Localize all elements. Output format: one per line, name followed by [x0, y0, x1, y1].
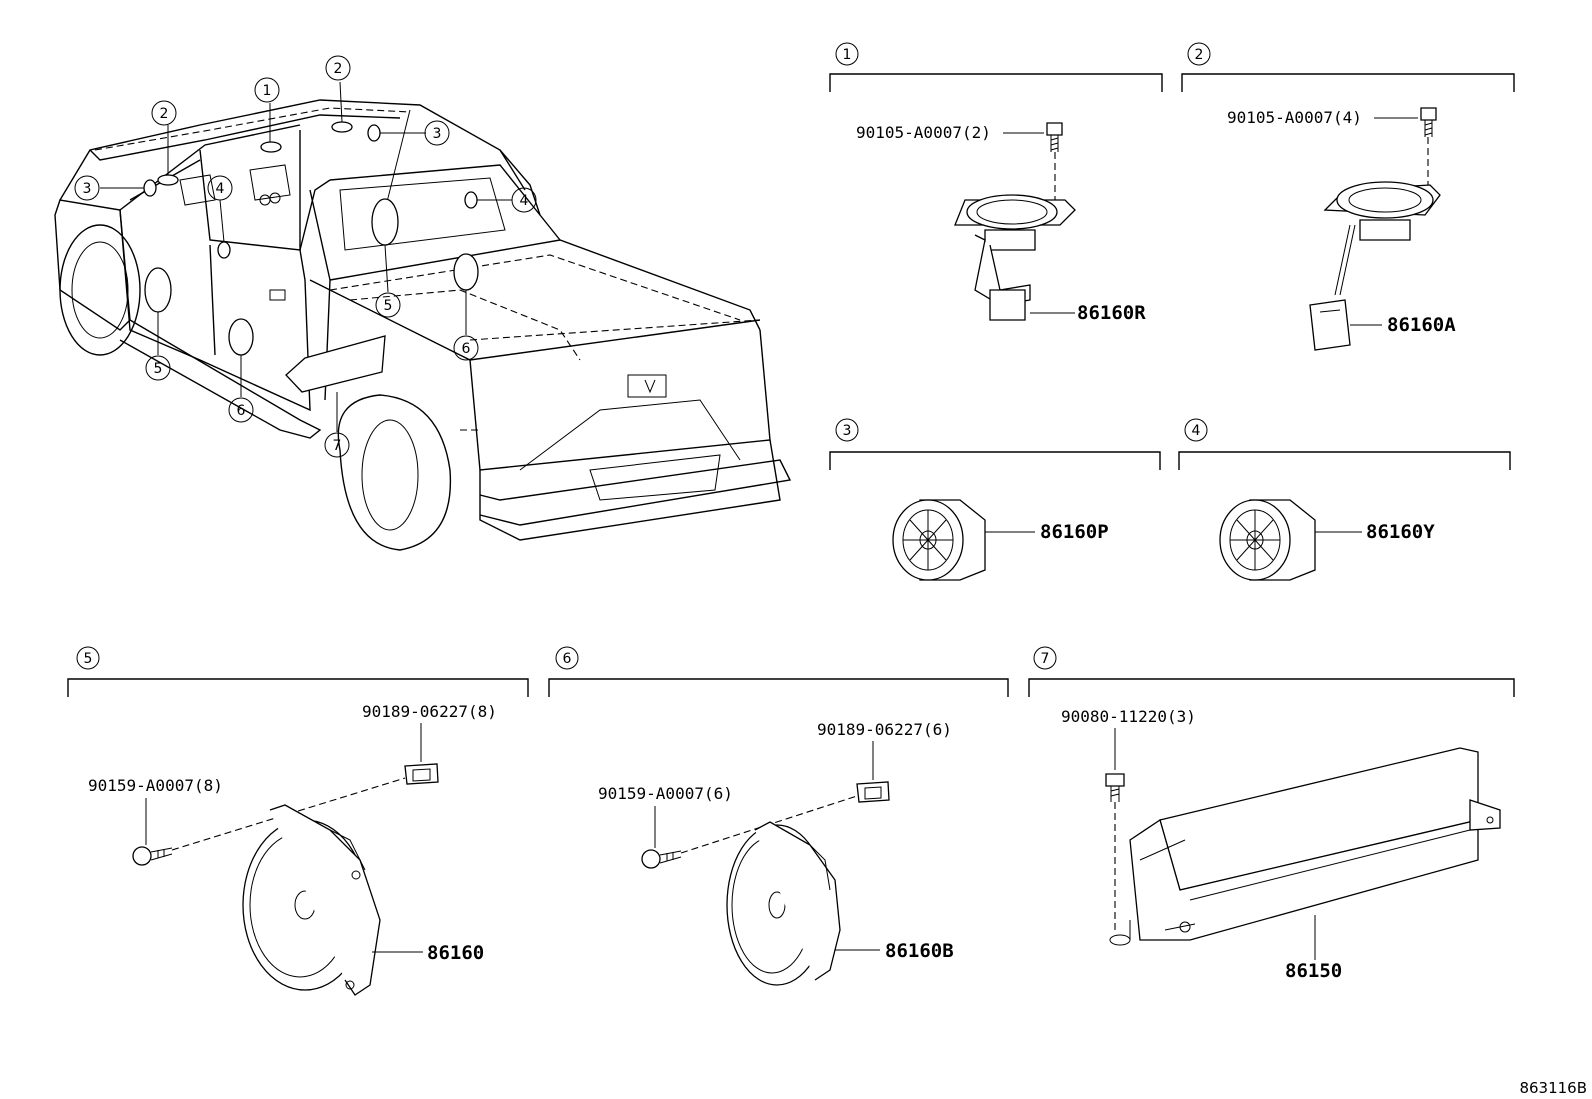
callout-5-rear: 5 — [375, 292, 401, 318]
group-1: 1 90105-A0007(2) 86160R — [829, 42, 1163, 324]
group-3: 3 86160P — [829, 418, 1161, 581]
group-4: 4 86160Y — [1178, 418, 1511, 581]
group-5-bracket — [67, 678, 529, 697]
group-7-bracket — [1028, 678, 1515, 697]
callout-4-rear: 4 — [511, 187, 537, 213]
svg-text:3: 3 — [433, 126, 442, 142]
group-6-bracket — [548, 678, 1009, 697]
callout-6-rear: 6 — [453, 335, 479, 361]
svg-text:6: 6 — [237, 403, 246, 419]
g1-part-label: 86160R — [1077, 302, 1146, 324]
g5-speaker-icon — [242, 804, 381, 996]
g6-screw-label: 90159-A0007(6) — [598, 784, 733, 803]
svg-text:1: 1 — [263, 83, 272, 99]
callout-4-front: 4 — [207, 175, 233, 201]
truck-illustration — [54, 99, 792, 551]
svg-text:4: 4 — [216, 181, 225, 197]
g2-bolt-icon — [1420, 107, 1437, 137]
svg-text:6: 6 — [462, 341, 471, 357]
g5-clip-label: 90189-06227(8) — [362, 702, 497, 721]
callout-5-front: 5 — [145, 355, 171, 381]
svg-text:7: 7 — [333, 438, 342, 454]
g3-part-label: 86160P — [1040, 521, 1109, 543]
callout-7: 7 — [324, 432, 350, 458]
svg-text:2: 2 — [1195, 47, 1204, 63]
callout-3-front: 3 — [74, 175, 100, 201]
svg-text:2: 2 — [334, 61, 343, 77]
svg-text:4: 4 — [1192, 423, 1201, 439]
g6-clip-label: 90189-06227(6) — [817, 720, 952, 739]
g7-amplifier-icon — [1109, 747, 1501, 946]
svg-text:2: 2 — [160, 106, 169, 122]
g2-tweeter-icon — [1309, 181, 1441, 351]
group-2: 2 90105-A0007(4) 86160A — [1181, 42, 1515, 351]
svg-text:5: 5 — [154, 361, 163, 377]
truck-callout-leaders — [100, 81, 512, 432]
svg-text:1: 1 — [843, 47, 852, 63]
g7-bolt-icon — [1105, 773, 1125, 802]
callout-1: 1 — [254, 77, 280, 103]
g1-bolt-label: 90105-A0007(2) — [856, 123, 991, 142]
group-6: 6 90189-06227(6) 90159-A0007(6) 86160B — [548, 646, 1009, 986]
group-2-bracket — [1181, 73, 1515, 92]
group-3-bracket — [829, 451, 1161, 470]
group-1-bracket — [829, 73, 1163, 92]
g5-screw-label: 90159-A0007(8) — [88, 776, 223, 795]
g5-screw-icon — [132, 846, 173, 866]
svg-text:3: 3 — [83, 181, 92, 197]
g3-speaker-icon — [892, 499, 986, 581]
callout-3-rear: 3 — [424, 120, 450, 146]
group-7: 7 90080-11220(3) 86150 — [1028, 646, 1515, 982]
group-5: 5 90189-06227(8) 90159-A0007(8) 86160 — [67, 646, 529, 996]
g5-part-label: 86160 — [427, 942, 484, 964]
g6-part-label: 86160B — [885, 940, 954, 962]
truck-speaker-markers — [143, 121, 479, 393]
svg-text:6: 6 — [563, 651, 572, 667]
g7-part-label: 86150 — [1285, 960, 1342, 982]
g5-clip-icon — [404, 763, 439, 785]
g1-tweeter-bracket-icon — [954, 194, 1076, 321]
g1-bolt-icon — [1046, 122, 1063, 152]
svg-text:3: 3 — [843, 423, 852, 439]
group-4-bracket — [1178, 451, 1511, 470]
callout-2-front: 2 — [151, 100, 177, 126]
g2-part-label: 86160A — [1387, 314, 1456, 336]
g4-speaker-icon — [1219, 499, 1316, 581]
g6-speaker-icon — [726, 821, 841, 986]
svg-text:4: 4 — [520, 193, 529, 209]
g6-clip-icon — [856, 781, 890, 803]
truck-callouts: 2 1 2 3 3 4 4 5 5 6 6 7 — [74, 55, 537, 458]
g2-bolt-label: 90105-A0007(4) — [1227, 108, 1362, 127]
callout-6-front: 6 — [228, 397, 254, 423]
g7-bolt-label: 90080-11220(3) — [1061, 707, 1196, 726]
g4-part-label: 86160Y — [1366, 521, 1435, 543]
svg-text:7: 7 — [1041, 651, 1050, 667]
svg-text:5: 5 — [84, 651, 93, 667]
callout-2-rear: 2 — [325, 55, 351, 81]
g6-screw-icon — [641, 849, 682, 869]
svg-text:5: 5 — [384, 298, 393, 314]
diagram-code: 863116B — [1519, 1079, 1587, 1097]
